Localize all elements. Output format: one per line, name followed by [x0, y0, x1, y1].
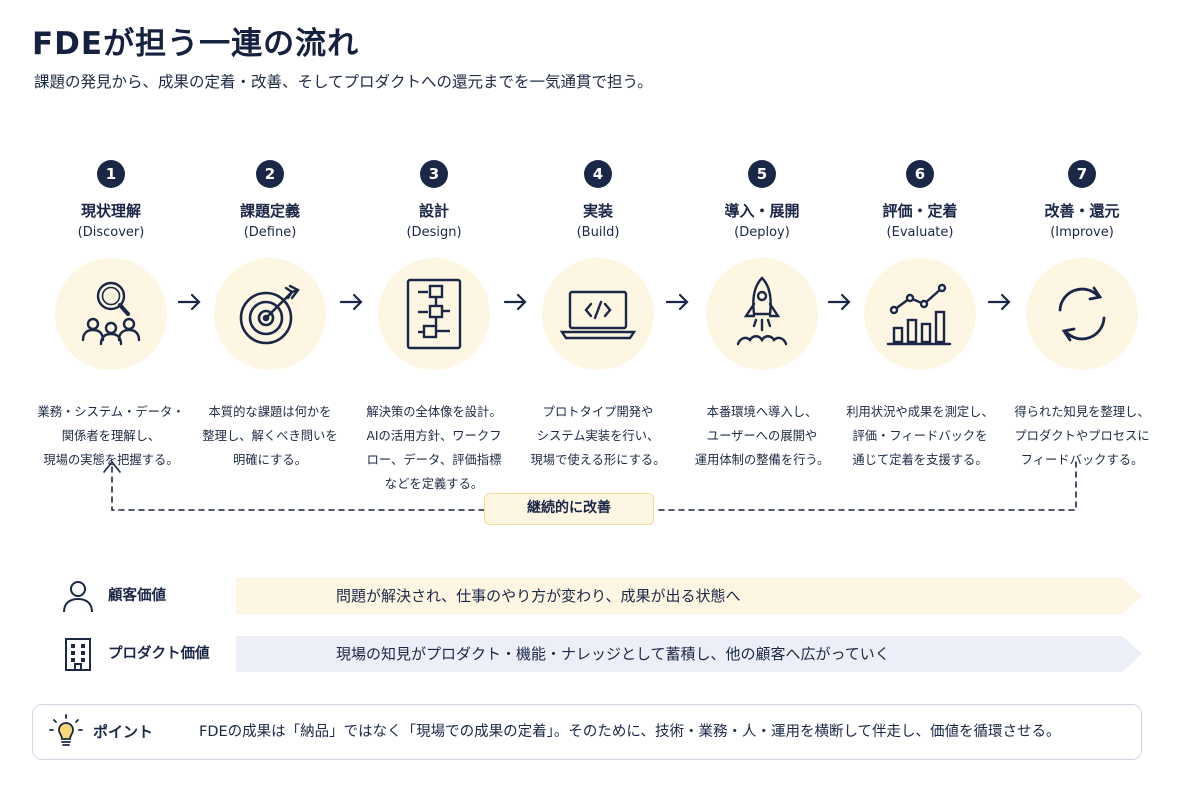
bar-chart-icon	[886, 283, 952, 346]
arrow-right-icon	[827, 293, 851, 311]
step-subtitle: (Evaluate)	[886, 225, 954, 240]
step-define: 2 課題定義 (Define) 本質的な課題は何かを 整理し、解くべき問いを 明…	[188, 160, 352, 472]
arrow-right-icon	[177, 293, 201, 311]
product-value-band: 現場の知見がプロダクト・機能・ナレッジとして蓄積し、他の顧客へ広がっていく	[236, 636, 1142, 672]
step-improve: 7 改善・還元 (Improve) 得られた知見を整理し、 プロダクトやプロセス…	[1000, 160, 1164, 472]
step-number: 5	[748, 160, 776, 188]
step-icon-circle	[1026, 258, 1138, 370]
continuous-improvement-label: 継続的に改善	[484, 493, 654, 525]
point-box: ポイント FDEの成果は「納品」ではなく「現場での成果の定着」。そのために、技術…	[32, 704, 1142, 760]
product-value-text: 現場の知見がプロダクト・機能・ナレッジとして蓄積し、他の顧客へ広がっていく	[336, 645, 890, 663]
step-discover: 1 現状理解 (Discover) 業務・システム・データ・ 関係者を理解し、 …	[29, 160, 193, 472]
customer-value-text: 問題が解決され、仕事のやり方が変わり、成果が出る状態へ	[336, 587, 741, 605]
step-icon-circle	[378, 258, 490, 370]
arrow-right-icon	[665, 293, 689, 311]
product-value-row: プロダクト価値 現場の知見がプロダクト・機能・ナレッジとして蓄積し、他の顧客へ広…	[60, 636, 1150, 672]
step-design: 3 設計 (Design) 解決策の全体像を設計。 AIの活用方針、ワークフ ロ…	[352, 160, 516, 496]
laptop-code-icon	[559, 290, 637, 340]
step-build: 4 実装 (Build) プロトタイプ開発や システム実装を行い、 現場で使える…	[516, 160, 680, 472]
customer-value-label: 顧客価値	[108, 588, 166, 604]
step-subtitle: (Design)	[406, 225, 462, 240]
step-evaluate: 6 評価・定着 (Evaluate) 利用状況や成果を測定し、 評価・フィードバ…	[838, 160, 1002, 472]
step-description: 本番環境へ導入し、 ユーザーへの展開や 運用体制の整備を行う。	[694, 405, 830, 467]
step-icon-circle	[864, 258, 976, 370]
step-subtitle: (Improve)	[1050, 225, 1114, 240]
step-description: 本質的な課題は何かを 整理し、解くべき問いを 明確にする。	[202, 405, 338, 467]
step-subtitle: (Deploy)	[734, 225, 790, 240]
step-title: 設計	[418, 202, 449, 220]
magnifier-people-icon	[81, 281, 141, 346]
arrow-right-icon	[503, 293, 527, 311]
person-icon	[63, 581, 93, 613]
step-number: 1	[97, 160, 125, 188]
cycle-icon	[1058, 286, 1106, 342]
step-title: 改善・還元	[1044, 202, 1120, 220]
step-title: 実装	[582, 202, 613, 220]
target-icon	[239, 284, 300, 345]
step-icon-circle	[214, 258, 326, 370]
building-icon	[65, 638, 91, 671]
feedback-loop-arrow	[103, 460, 1077, 511]
step-subtitle: (Build)	[576, 225, 620, 240]
customer-value-row: 顧客価値 問題が解決され、仕事のやり方が変わり、成果が出る状態へ	[60, 578, 1150, 614]
product-value-label: プロダクト価値	[108, 646, 210, 662]
step-description: プロトタイプ開発や システム実装を行い、 現場で使える形にする。	[530, 405, 666, 467]
page-title: FDEが担う一連の流れ	[32, 26, 360, 62]
step-subtitle: (Discover)	[77, 225, 145, 240]
step-subtitle: (Define)	[243, 225, 297, 240]
step-title: 課題定義	[239, 202, 300, 220]
step-description: 業務・システム・データ・ 関係者を理解し、 現場の実態を把握する。	[37, 405, 185, 467]
step-number: 7	[1068, 160, 1096, 188]
page-subtitle: 課題の発見から、成果の定着・改善、そしてプロダクトへの還元までを一気通貫で担う。	[34, 73, 653, 91]
lightbulb-icon	[49, 714, 83, 746]
step-deploy: 5 導入・展開 (Deploy) 本番環境へ導入し、 ユーザーへの展開や 運用体…	[680, 160, 844, 472]
step-icon-circle	[542, 258, 654, 370]
point-label: ポイント	[93, 723, 154, 741]
point-text: FDEの成果は「納品」ではなく「現場での成果の定着」。そのために、技術・業務・人…	[199, 724, 1061, 740]
step-icon-circle	[706, 258, 818, 370]
step-title: 評価・定着	[882, 202, 958, 220]
step-number: 2	[256, 160, 284, 188]
step-description: 得られた知見を整理し、 プロダクトやプロセスに フィードバックする。	[1014, 405, 1150, 467]
step-description: 利用状況や成果を測定し、 評価・フィードバックを 通じて定着を支援する。	[846, 405, 994, 467]
flowchart-icon	[406, 278, 462, 350]
step-icon-circle	[55, 258, 167, 370]
step-number: 6	[906, 160, 934, 188]
arrow-right-icon	[987, 293, 1011, 311]
arrow-right-icon	[339, 293, 363, 311]
rocket-icon	[736, 276, 788, 346]
step-number: 3	[420, 160, 448, 188]
step-title: 現状理解	[80, 202, 141, 220]
customer-value-band: 問題が解決され、仕事のやり方が変わり、成果が出る状態へ	[236, 578, 1142, 614]
step-number: 4	[584, 160, 612, 188]
step-title: 導入・展開	[724, 202, 800, 220]
step-description: 解決策の全体像を設計。 AIの活用方針、ワークフ ロー、データ、評価指標 などを…	[366, 405, 502, 491]
